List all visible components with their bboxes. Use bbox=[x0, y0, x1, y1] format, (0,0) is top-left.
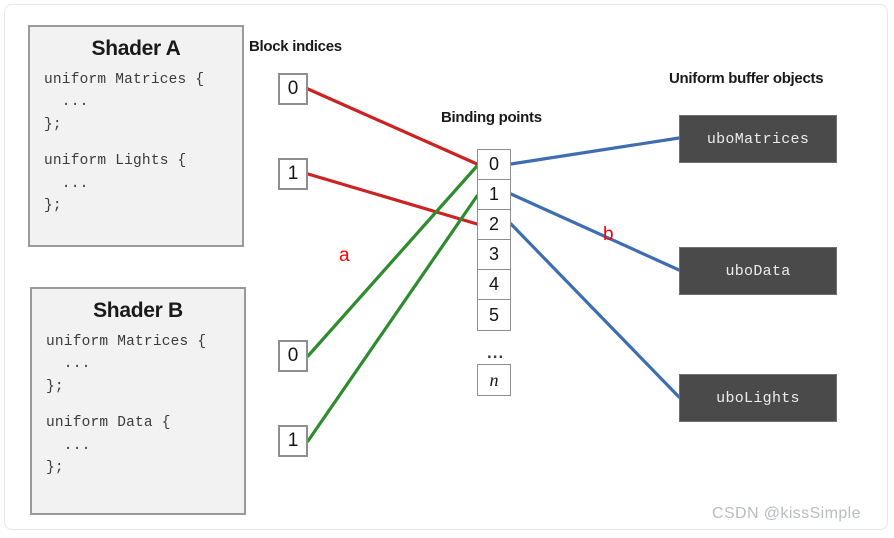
block-index-shader-b-0[interactable]: 0 bbox=[278, 340, 308, 372]
caption-block-indices: Block indices bbox=[249, 38, 342, 55]
binding-point-n-label: n bbox=[489, 369, 499, 390]
shader-a-block-0-decl: uniform Matrices { bbox=[44, 72, 205, 88]
ubo-label: uboMatrices bbox=[706, 130, 810, 148]
binding-point-2[interactable]: 2 bbox=[478, 210, 510, 240]
shader-b-block-1-decl: uniform Data { bbox=[46, 415, 171, 432]
shader-a-block-0-close: }; bbox=[44, 116, 62, 133]
ubo-label: uboLights bbox=[716, 389, 800, 407]
binding-point-1[interactable]: 1 bbox=[478, 180, 510, 210]
shader-a-block-1-body: ... bbox=[44, 175, 89, 192]
wire-shaderA-idx0-to-bp0 bbox=[306, 87, 479, 166]
binding-points-stack: 0 1 2 3 4 5 bbox=[477, 149, 511, 331]
shader-a-block-1-close: }; bbox=[44, 198, 62, 215]
shader-b-block-0-decl: uniform Matrices { bbox=[46, 334, 207, 350]
shader-b-block-1-body: ... bbox=[46, 437, 91, 454]
binding-point-5[interactable]: 5 bbox=[478, 300, 510, 330]
binding-point-label: 5 bbox=[488, 304, 499, 325]
block-index-label: 1 bbox=[287, 163, 299, 184]
wire-shaderB-idx1-to-bp1 bbox=[306, 194, 479, 443]
shader-b-code-gap bbox=[32, 398, 244, 412]
block-index-shader-b-1[interactable]: 1 bbox=[278, 425, 308, 457]
ubo-label: uboData bbox=[725, 262, 791, 280]
binding-point-label: 0 bbox=[488, 154, 499, 174]
shader-b-block-1-close: }; bbox=[46, 460, 64, 477]
binding-point-label: 4 bbox=[488, 274, 499, 294]
shader-a-block-0-body: ... bbox=[44, 94, 89, 111]
block-index-shader-a-1[interactable]: 1 bbox=[278, 158, 308, 190]
binding-point-label: 1 bbox=[488, 184, 499, 204]
annotation-a: a bbox=[339, 245, 350, 266]
wire-shaderB-idx0-to-bp0 bbox=[306, 164, 479, 358]
binding-point-0[interactable]: 0 bbox=[478, 150, 510, 180]
shader-a-title: Shader A bbox=[91, 37, 181, 60]
ubo-lights[interactable]: uboLights bbox=[679, 374, 837, 422]
wire-shaderA-idx1-to-bp2 bbox=[306, 172, 479, 226]
binding-point-label: 2 bbox=[488, 214, 499, 234]
binding-points-ellipsis: ... bbox=[487, 343, 505, 362]
block-index-label: 0 bbox=[287, 78, 299, 99]
shader-b-block-0-close: }; bbox=[46, 378, 64, 395]
binding-point-3[interactable]: 3 bbox=[478, 240, 510, 270]
wire-bp1-to-ubodata bbox=[509, 192, 681, 272]
shader-b-block-0-body: ... bbox=[46, 356, 91, 373]
ubo-matrices[interactable]: uboMatrices bbox=[679, 115, 837, 163]
shader-b-title: Shader B bbox=[93, 299, 183, 322]
annotation-b: b bbox=[603, 224, 614, 245]
binding-point-label: 3 bbox=[488, 244, 499, 264]
watermark: CSDN @kissSimple bbox=[712, 505, 861, 522]
ubo-data[interactable]: uboData bbox=[679, 247, 837, 295]
binding-point-n[interactable]: n bbox=[477, 364, 511, 396]
shader-a-code-gap bbox=[30, 136, 242, 150]
shader-a-block-1-decl: uniform Lights { bbox=[44, 153, 187, 170]
block-index-label: 0 bbox=[287, 345, 299, 366]
block-index-shader-a-0[interactable]: 0 bbox=[278, 73, 308, 105]
wire-bp2-to-ubolights bbox=[509, 222, 681, 399]
caption-uniform-buffer-objects: Uniform buffer objects bbox=[669, 70, 824, 87]
binding-point-4[interactable]: 4 bbox=[478, 270, 510, 300]
wire-bp0-to-ubomatrices bbox=[509, 136, 681, 166]
block-index-label: 1 bbox=[287, 430, 299, 451]
caption-binding-points: Binding points bbox=[441, 109, 542, 126]
shader-box-b: Shader B uniform Matrices { ... }; unifo… bbox=[30, 287, 246, 515]
shader-box-a: Shader A uniform Matrices { ... }; unifo… bbox=[28, 25, 244, 247]
